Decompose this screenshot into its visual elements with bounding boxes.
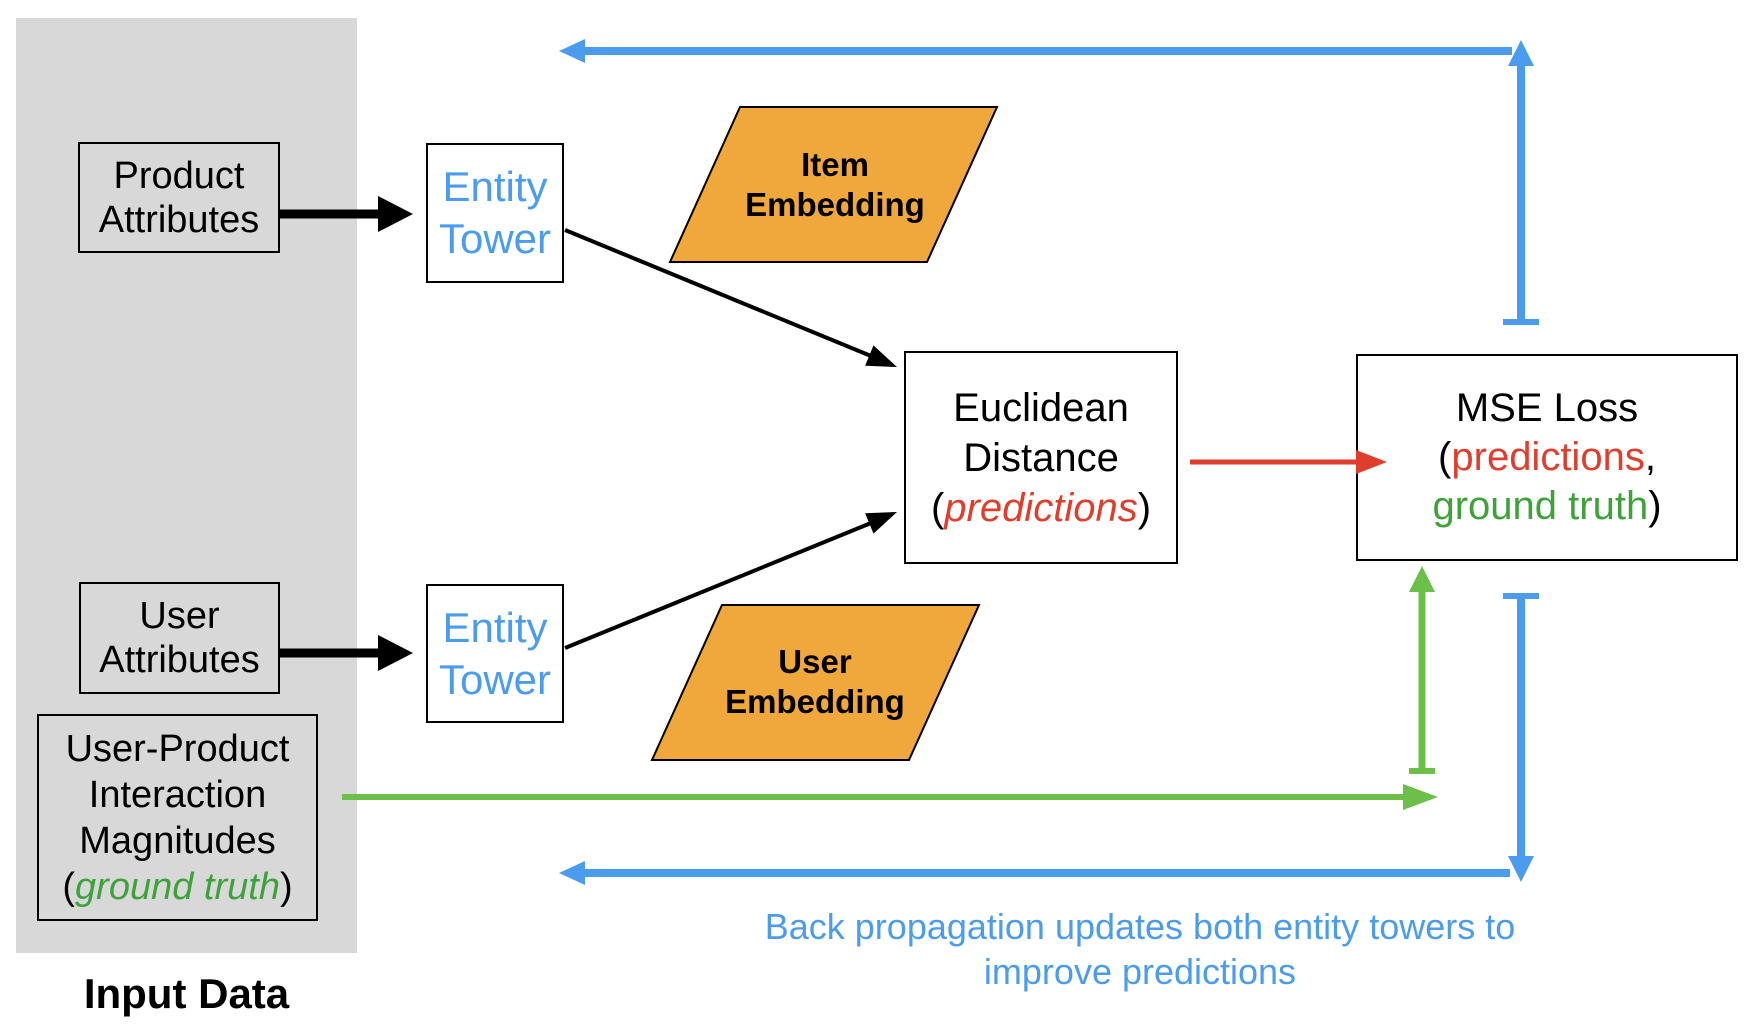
- user-attributes-line1: User: [139, 595, 220, 637]
- entity-tower-top-line2: Tower: [438, 215, 552, 262]
- mse-loss-box: MSE Loss (predictions, ground truth): [1356, 354, 1738, 561]
- input-data-label: Input Data: [83, 970, 290, 1017]
- entity-tower-bottom-line1: Entity: [442, 603, 548, 651]
- backprop-bottom-vertical-arrow: [1503, 593, 1539, 882]
- interaction-line2: Interaction: [88, 773, 267, 816]
- user-embedding-line1: User: [778, 643, 852, 680]
- user-embedding-line2: Embedding: [725, 683, 905, 720]
- user-embedding-label: User Embedding: [687, 642, 943, 722]
- interaction-magnitudes-box: User-Product Interaction Magnitudes (gro…: [37, 714, 318, 921]
- interaction-line3: Magnitudes: [79, 819, 276, 862]
- product-attributes-box: Product Attributes: [78, 142, 280, 253]
- backprop-caption-line2: towers to improve predictions: [983, 906, 1516, 992]
- mse-predictions-line: (predictions,: [1438, 435, 1656, 479]
- item-embedding-line2: Embedding: [745, 186, 925, 223]
- bottom-tower-to-distance-arrow: [564, 512, 897, 650]
- mse-ground-truth-text: ground truth: [1432, 484, 1649, 528]
- user-attributes-line2: Attributes: [99, 639, 260, 681]
- mse-predictions-text: predictions: [1451, 435, 1645, 479]
- euclidean-predictions-line: (predictions): [930, 485, 1152, 530]
- entity-tower-bottom-line2: Tower: [438, 655, 552, 703]
- backprop-bottom-horizontal-arrow: [559, 861, 1510, 885]
- user-attributes-box: User Attributes: [79, 582, 280, 694]
- item-embedding-line1: Item: [801, 146, 869, 183]
- mse-ground-truth-line: ground truth): [1432, 484, 1662, 528]
- euclidean-line2: Distance: [963, 435, 1119, 480]
- entity-tower-top-box: Entity Tower: [426, 143, 564, 283]
- ground-truth-vertical-arrow: [1409, 566, 1435, 774]
- item-embedding-label: Item Embedding: [707, 145, 963, 225]
- product-attributes-line1: Product: [113, 154, 245, 197]
- entity-tower-bottom-box: Entity Tower: [426, 584, 564, 723]
- interaction-line1: User-Product: [65, 727, 290, 770]
- interaction-ground-truth-line: (ground truth): [62, 865, 293, 908]
- backprop-top-horizontal-arrow: [559, 39, 1512, 63]
- entity-tower-top-line1: Entity: [442, 163, 548, 210]
- backprop-caption-line1: Back propagation updates both entity: [764, 906, 1360, 947]
- euclidean-line1: Euclidean: [953, 385, 1129, 430]
- top-tower-to-distance-arrow: [564, 228, 897, 367]
- ground-truth-horizontal-arrow: [342, 784, 1438, 810]
- euclidean-distance-box: Euclidean Distance (predictions): [904, 351, 1178, 564]
- ground-truth-text: ground truth: [75, 865, 280, 908]
- predictions-text: predictions: [944, 485, 1138, 530]
- backprop-top-vertical-arrow: [1503, 40, 1539, 325]
- backprop-caption: Back propagation updates both entity tow…: [700, 904, 1580, 994]
- mse-line1: MSE Loss: [1455, 386, 1639, 430]
- product-attributes-line2: Attributes: [98, 198, 260, 241]
